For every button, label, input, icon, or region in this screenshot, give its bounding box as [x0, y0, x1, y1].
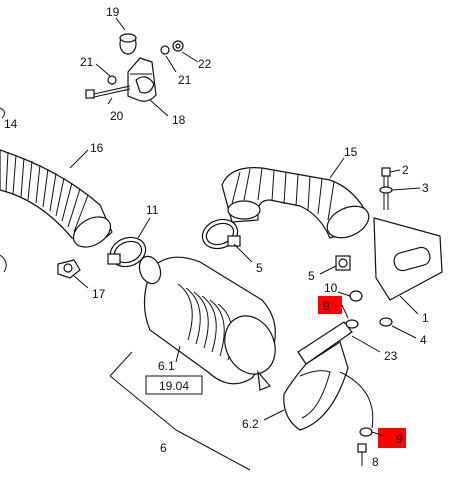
callout-6-2: 6.2 [242, 417, 259, 431]
callout-6-1: 6.1 [158, 359, 175, 373]
intake-hose-left [0, 107, 113, 273]
reference-box: 19.04 [145, 375, 203, 395]
callout-15: 15 [344, 145, 358, 159]
highlight-box-9-bottom [378, 428, 406, 448]
callout-16: 16 [90, 141, 104, 155]
callout-4: 4 [420, 333, 427, 347]
callout-5-right: 5 [308, 269, 315, 283]
fitting-17 [57, 259, 89, 289]
intake-hose-right [221, 157, 370, 239]
callout-9-bottom: 9 [396, 432, 403, 446]
callout-22: 22 [198, 57, 212, 71]
callout-17: 17 [92, 287, 106, 301]
callout-1: 1 [422, 311, 429, 325]
reference-box-label: 19.04 [159, 379, 189, 393]
group-bracket-6 [109, 351, 251, 471]
bracket-assembly [85, 17, 199, 117]
callout-18: 18 [172, 113, 186, 127]
highlight-box-9-top [318, 296, 342, 314]
callout-9-top: 9 [323, 299, 330, 313]
callout-3: 3 [422, 181, 429, 195]
hardware-top [318, 290, 363, 329]
callout-21-right: 21 [178, 73, 192, 87]
callout-labels: 19 21 22 21 20 18 14 16 15 2 3 11 5 5 17… [4, 5, 429, 469]
support-strap [263, 321, 406, 466]
hose-clamps [107, 217, 351, 275]
callout-20: 20 [110, 109, 124, 123]
callout-5-center: 5 [256, 261, 263, 275]
callout-19: 19 [106, 5, 120, 19]
air-filter [138, 255, 276, 391]
callout-14: 14 [4, 117, 18, 131]
callout-10: 10 [324, 281, 338, 295]
callout-8: 8 [372, 455, 379, 469]
mount-bracket-1 [373, 167, 443, 339]
callout-23: 23 [384, 349, 398, 363]
callout-11: 11 [146, 203, 159, 217]
callout-21-left: 21 [80, 55, 94, 69]
callout-6: 6 [160, 441, 167, 455]
callout-2: 2 [402, 163, 409, 177]
